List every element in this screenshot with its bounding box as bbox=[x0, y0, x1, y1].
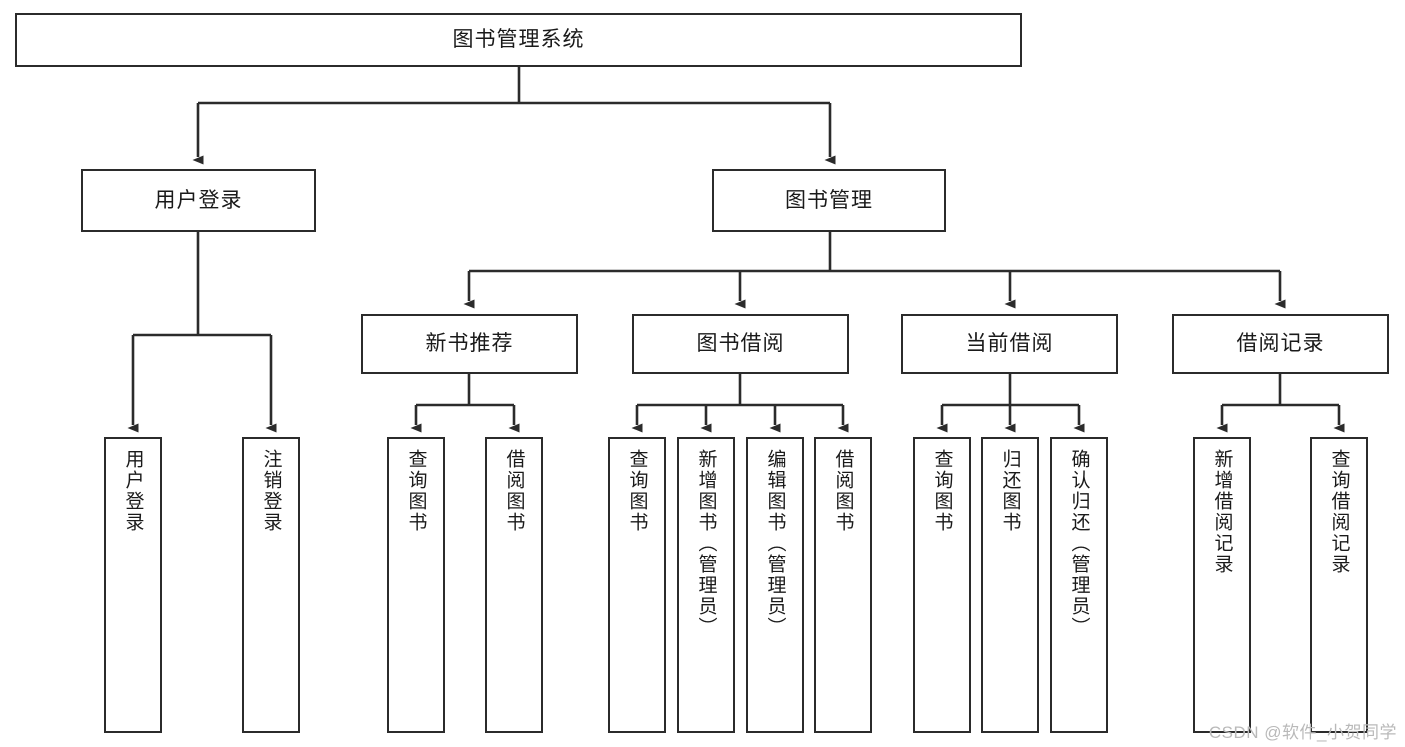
node-label: 图书管理 bbox=[785, 188, 873, 212]
leaf-borrow-record-add[interactable]: 新增借阅记录 bbox=[1193, 437, 1251, 733]
node-label: 图书管理系统 bbox=[452, 28, 585, 52]
leaf-book-borrow-query[interactable]: 查询图书 bbox=[608, 437, 666, 733]
leaf-current-borrow-query[interactable]: 查询图书 bbox=[913, 437, 971, 733]
node-label: 新增借阅记录 bbox=[1211, 449, 1233, 575]
leaf-current-borrow-return[interactable]: 归还图书 bbox=[981, 437, 1039, 733]
leaf-current-borrow-confirm-return[interactable]: 确认归还（管理员） bbox=[1050, 437, 1108, 733]
leaf-new-book-query[interactable]: 查询图书 bbox=[387, 437, 445, 733]
node-label: 借阅记录 bbox=[1236, 332, 1325, 356]
node-book-management[interactable]: 图书管理 bbox=[712, 169, 946, 232]
node-user-login[interactable]: 用户登录 bbox=[81, 169, 316, 232]
leaf-user-login-signout[interactable]: 注销登录 bbox=[242, 437, 300, 733]
node-current-borrow[interactable]: 当前借阅 bbox=[901, 314, 1118, 374]
node-label: 查询图书 bbox=[931, 449, 953, 533]
node-label: 注销登录 bbox=[260, 449, 282, 533]
node-new-book-recommend[interactable]: 新书推荐 bbox=[361, 314, 578, 374]
node-borrow-record[interactable]: 借阅记录 bbox=[1172, 314, 1389, 374]
node-root-book-management-system[interactable]: 图书管理系统 bbox=[15, 13, 1022, 67]
node-label: 当前借阅 bbox=[965, 332, 1054, 356]
leaf-book-borrow-add[interactable]: 新增图书（管理员） bbox=[677, 437, 735, 733]
leaf-book-borrow-borrow[interactable]: 借阅图书 bbox=[814, 437, 872, 733]
node-label: 新增图书（管理员） bbox=[695, 449, 717, 638]
watermark: CSDN @软件_小贺同学 bbox=[1208, 723, 1397, 742]
node-label: 新书推荐 bbox=[425, 332, 514, 356]
node-label: 确认归还（管理员） bbox=[1068, 449, 1090, 638]
node-label: 用户登录 bbox=[122, 449, 144, 533]
node-label: 借阅图书 bbox=[832, 449, 854, 533]
leaf-book-borrow-edit[interactable]: 编辑图书（管理员） bbox=[746, 437, 804, 733]
node-label: 查询借阅记录 bbox=[1328, 449, 1350, 575]
leaf-borrow-record-query[interactable]: 查询借阅记录 bbox=[1310, 437, 1368, 733]
node-label: 查询图书 bbox=[626, 449, 648, 533]
leaf-user-login-signin[interactable]: 用户登录 bbox=[104, 437, 162, 733]
node-label: 图书借阅 bbox=[696, 332, 785, 356]
node-label: 借阅图书 bbox=[503, 449, 525, 533]
node-label: 用户登录 bbox=[154, 188, 243, 212]
node-label: 编辑图书（管理员） bbox=[764, 449, 786, 638]
node-label: 归还图书 bbox=[999, 449, 1021, 533]
node-label: 查询图书 bbox=[405, 449, 427, 533]
leaf-new-book-borrow[interactable]: 借阅图书 bbox=[485, 437, 543, 733]
node-book-borrow[interactable]: 图书借阅 bbox=[632, 314, 849, 374]
